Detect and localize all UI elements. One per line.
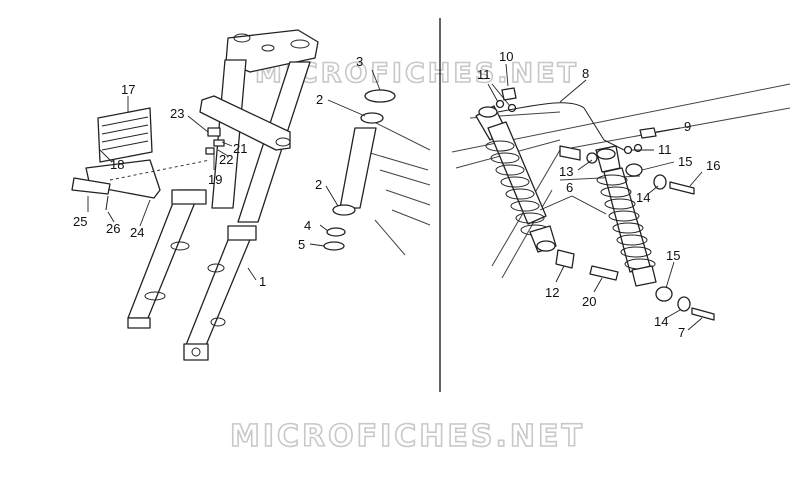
callout-11-left: 11 <box>477 67 491 82</box>
bush-15-bottom <box>655 286 673 302</box>
screw-9 <box>639 127 657 139</box>
callout-15-top: 15 <box>678 154 692 169</box>
callout-15-bottom: 15 <box>666 248 680 263</box>
stud-20 <box>589 265 619 281</box>
washer-5 <box>323 241 345 251</box>
hose-8 <box>497 102 625 151</box>
right-fork-leg <box>183 229 255 351</box>
callout-10: 10 <box>499 49 513 64</box>
bearing-2-top <box>360 112 384 124</box>
nut-12 <box>555 249 575 269</box>
shock-hardware <box>495 87 715 321</box>
callout-4: 4 <box>304 218 311 233</box>
callout-14-bottom: 14 <box>654 314 668 329</box>
spring-right <box>596 174 656 270</box>
shock-absorber-right <box>595 145 657 287</box>
callout-21: 21 <box>233 141 247 156</box>
spring-left <box>485 140 550 236</box>
washer-14-top <box>653 174 667 190</box>
callout-19: 19 <box>208 172 222 187</box>
bolt-13 <box>559 145 581 161</box>
front-fork-assembly <box>71 29 319 361</box>
reflector-17 <box>97 107 153 163</box>
callout-3: 3 <box>356 54 363 69</box>
callout-2-bottom: 2 <box>315 177 322 192</box>
callout-12: 12 <box>545 285 559 300</box>
steering-head <box>339 127 377 209</box>
callout-13: 13 <box>559 164 573 179</box>
callout-17: 17 <box>121 82 135 97</box>
seal-4 <box>326 227 346 237</box>
bolt-10 <box>501 87 517 101</box>
callout-11-right: 11 <box>658 142 672 157</box>
callout-18: 18 <box>110 157 124 172</box>
plate-25 <box>71 177 111 195</box>
washer-14-bottom <box>677 296 691 312</box>
callout-24: 24 <box>130 225 144 240</box>
callout-25: 25 <box>73 214 87 229</box>
lower-yoke <box>199 95 291 151</box>
bolt-16 <box>669 181 695 195</box>
callout-7: 7 <box>678 325 685 340</box>
bolt-7 <box>691 307 715 321</box>
callout-6: 6 <box>566 180 573 195</box>
callout-8: 8 <box>582 66 589 81</box>
callout-2-top: 2 <box>316 92 323 107</box>
callout-labels: 17 23 18 19 21 22 25 26 24 1 3 2 2 4 5 1… <box>73 49 720 340</box>
callout-23: 23 <box>170 106 184 121</box>
left-stanchion <box>211 59 247 209</box>
callout-26: 26 <box>106 221 120 236</box>
bearing-cap-3 <box>364 89 396 103</box>
callout-1: 1 <box>259 274 266 289</box>
watermark-bottom: MICROFICHES.NET <box>230 419 585 454</box>
leader-lines-right <box>487 63 703 331</box>
left-fork-leg <box>127 189 201 319</box>
bearing-2-bottom <box>332 204 356 216</box>
callout-22: 22 <box>219 152 233 167</box>
steering-stem-assembly <box>323 89 431 256</box>
callout-14-top: 14 <box>636 190 650 205</box>
callout-16: 16 <box>706 158 720 173</box>
callout-9: 9 <box>684 119 691 134</box>
leader-lines-left <box>87 69 381 281</box>
callout-20: 20 <box>582 294 596 309</box>
bush-15-top <box>625 163 643 177</box>
shock-absorber-left <box>475 105 557 253</box>
callout-5: 5 <box>298 237 305 252</box>
